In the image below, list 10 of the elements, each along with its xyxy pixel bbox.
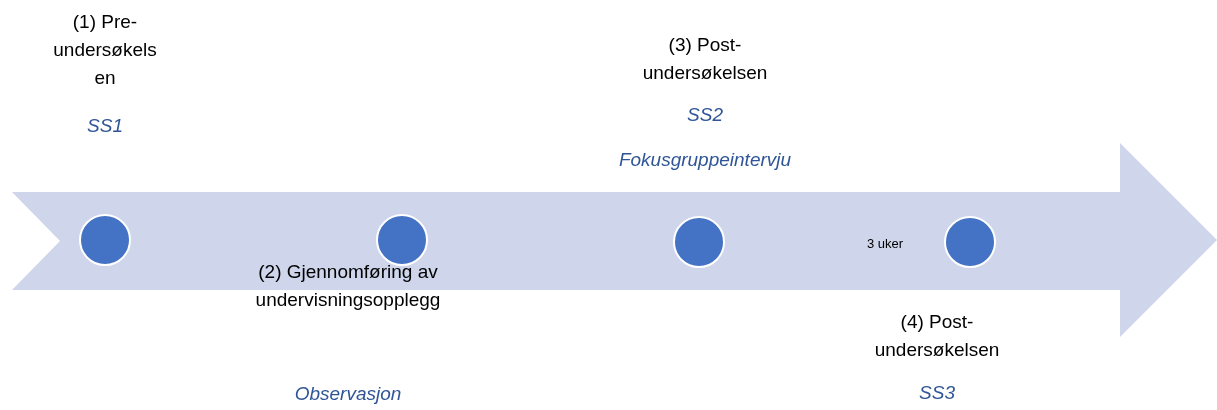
- duration-label: 3 uker: [867, 236, 904, 251]
- phase-title: (4) Post- undersøkelsen: [873, 310, 1001, 362]
- phase-title: (1) Pre- undersøkels en: [52, 10, 158, 90]
- phase-title: (2) Gjennomføring av undervisningsopplegg: [254, 260, 442, 312]
- method-label: SS2: [686, 103, 724, 127]
- method-label: SS1: [86, 114, 124, 138]
- phase-title: (3) Post- undersøkelsen: [641, 33, 769, 85]
- method-label: Observasjon: [293, 382, 403, 406]
- method-label: SS3: [918, 381, 956, 405]
- method-label: Fokusgruppeintervju: [617, 148, 793, 172]
